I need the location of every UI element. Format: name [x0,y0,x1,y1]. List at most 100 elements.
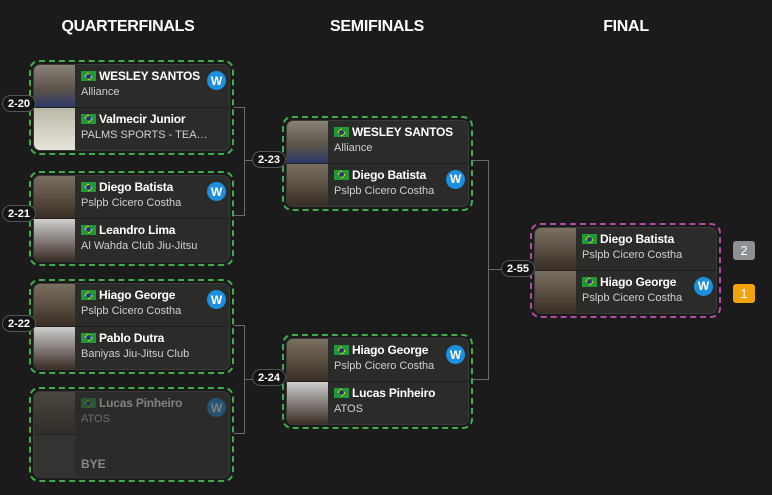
winner-badge-icon: W [694,276,713,296]
competitor-name: Diego Batista [99,180,174,194]
competitor-team: Pslpb Cicero Costha [81,197,182,209]
avatar [34,176,75,218]
match-number: 2-20 [2,95,37,112]
connector [234,107,244,108]
header-final: FINAL [603,18,649,35]
second-place-badge: 2 [733,241,755,260]
avatar [34,218,75,261]
connector [234,215,244,216]
avatar [34,392,75,434]
connector [244,107,245,216]
avatar [34,326,75,369]
competitor-name: Hiago George [600,274,677,289]
connector [471,160,488,161]
competitor-team: ATOS [81,413,110,425]
competitor-row[interactable]: WESLEY SANTOS Alliance W [34,65,229,108]
avatar [287,339,328,381]
competitor-team: Al Wahda Club Jiu-Jitsu [81,239,198,252]
avatar-placeholder [34,434,75,477]
competitor-row[interactable]: Leandro Lima Al Wahda Club Jiu-Jitsu [34,218,229,261]
brazil-flag-icon [81,398,96,408]
competitor-name: WESLEY SANTOS [352,125,453,139]
brazil-flag-icon [81,182,96,192]
connector [234,325,244,326]
winner-badge-icon: W [446,345,465,364]
bye-label: BYE [81,456,106,471]
bye-row: BYE [34,434,229,477]
competitor-name: Lucas Pinheiro [352,385,436,400]
avatar [287,381,328,424]
competitor-name: Pablo Dutra [99,330,165,345]
competitor-name: Valmecir Junior [99,111,186,126]
competitor-team: PALMS SPORTS - TEAM NOGUEIRA [81,128,216,141]
competitor-team: Baniyas Jiu-Jitsu Club [81,347,190,360]
header-quarterfinals: QUARTERFINALS [61,18,195,35]
competitor-team: ATOS [334,402,363,415]
match-number: 2-55 [501,260,536,277]
avatar [535,270,576,313]
competitor-name: Hiago George [99,288,176,302]
avatar [34,284,75,326]
brazil-flag-icon [582,276,597,287]
competitor-team: Alliance [334,142,373,154]
competitor-name: Lucas Pinheiro [99,396,183,410]
match-number: 2-22 [2,315,37,332]
brazil-flag-icon [334,345,349,355]
competitor-team: Alliance [81,86,120,98]
competitor-team: Pslpb Cicero Costha [334,184,435,197]
avatar [34,107,75,150]
header-semifinals: SEMIFINALS [330,18,424,35]
winner-badge-icon: W [207,71,226,90]
avatar [34,65,75,107]
avatar [287,163,328,206]
winner-badge-icon: W [207,290,226,309]
match-number: 2-23 [252,151,287,168]
competitor-team: Pslpb Cicero Costha [582,249,683,261]
first-place-badge: 1 [733,284,755,303]
brazil-flag-icon [81,332,96,343]
competitor-name: Diego Batista [600,232,675,246]
competitor-team: Pslpb Cicero Costha [81,305,182,317]
brazil-flag-icon [334,169,349,180]
competitor-team: Pslpb Cicero Costha [582,291,683,304]
brazil-flag-icon [334,127,349,137]
competitor-name: Leandro Lima [99,222,176,237]
connector [488,160,489,380]
competitor-row[interactable]: WESLEY SANTOS Alliance [287,121,468,164]
brazil-flag-icon [334,387,349,398]
match-number: 2-21 [2,205,37,222]
brazil-flag-icon [81,224,96,235]
match-number: 2-24 [252,369,287,386]
avatar [535,228,576,270]
competitor-name: Hiago George [352,343,429,357]
competitor-name: WESLEY SANTOS [99,69,200,83]
brazil-flag-icon [81,290,96,300]
brazil-flag-icon [81,113,96,124]
brazil-flag-icon [582,234,597,244]
avatar [287,121,328,163]
brazil-flag-icon [81,71,96,81]
winner-badge-icon: W [446,169,465,189]
connector [471,379,488,380]
competitor-name: Diego Batista [352,167,427,182]
competitor-team: Pslpb Cicero Costha [334,360,435,372]
connector [234,433,244,434]
winner-badge-icon: W [207,398,226,417]
